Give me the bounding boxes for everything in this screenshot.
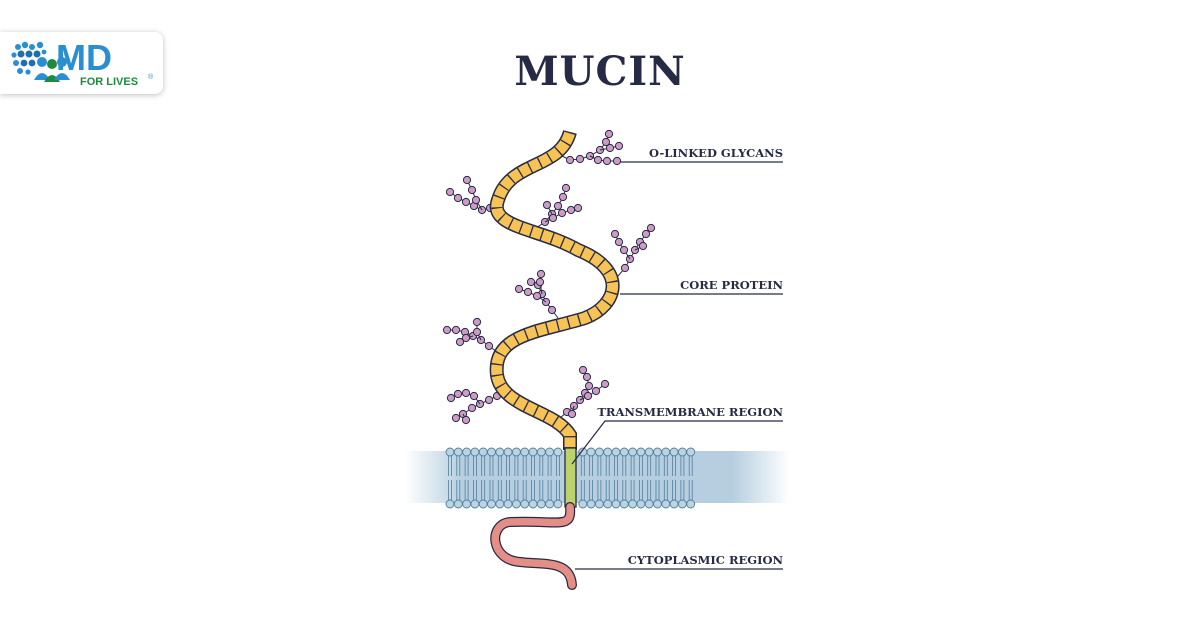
logo-tagline: FOR LIVES xyxy=(80,76,138,88)
transmembrane-segment xyxy=(564,447,577,508)
page-title: MUCIN xyxy=(514,48,686,95)
label-o-linked-glycans: O-LINKED GLYCANS xyxy=(649,146,783,160)
logo-mark: MD xyxy=(56,37,112,78)
label-core-protein: CORE PROTEIN xyxy=(680,278,783,292)
o-linked-glycans xyxy=(442,129,656,425)
svg-text:®: ® xyxy=(148,73,154,81)
cell-membrane xyxy=(405,447,790,509)
people-network-icon xyxy=(11,41,70,82)
label-transmembrane-region: TRANSMEMBRANE REGION xyxy=(597,405,783,419)
leader-lines xyxy=(571,161,783,570)
lipid-bilayer xyxy=(445,447,696,509)
logo-card[interactable]: MD FOR LIVES ® xyxy=(0,32,163,94)
label-cytoplasmic-region: CYTOPLASMIC REGION xyxy=(628,553,784,567)
cytoplasmic-tail xyxy=(490,502,577,590)
md-for-lives-logo: MD FOR LIVES ® xyxy=(11,37,154,88)
core-protein xyxy=(489,129,620,450)
